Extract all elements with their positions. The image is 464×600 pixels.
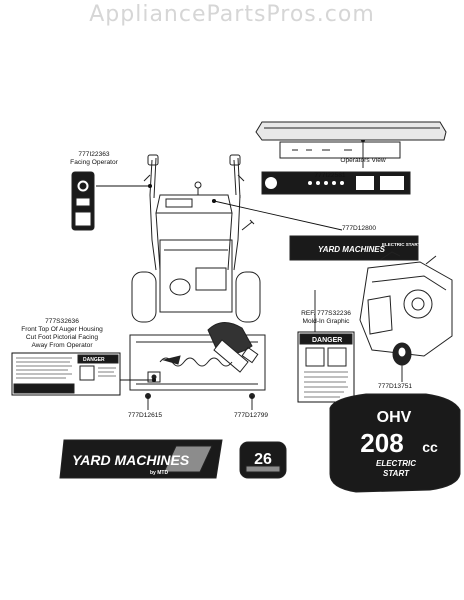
part-number: 777D13751	[378, 383, 413, 390]
yard-machines-small-decal	[289, 235, 419, 261]
cc-value-text: 208	[360, 428, 403, 458]
yard-machines-small-text: YARD MACHINES	[318, 245, 386, 254]
leader-lines	[96, 137, 403, 410]
part-description-2: Cut Foot Pictorial Facing	[25, 334, 99, 341]
ohv-208cc-emblem	[329, 393, 461, 493]
callout-777i22581: 777I22581	[300, 172, 360, 180]
yard-machines-large-decal	[59, 439, 223, 479]
part-number: 777D12615	[128, 412, 163, 419]
callout-777s32636: 777S32636 Front Top Of Auger Housing Cut…	[4, 318, 120, 350]
electric-start-small-text: ELECTRIC START	[382, 242, 421, 247]
part-number: 777I22363	[78, 151, 110, 158]
yard-machines-by-text: by MTD	[150, 470, 168, 476]
part-description-1: Front Top Of Auger Housing	[21, 326, 103, 333]
part-number: 777S32636	[45, 318, 79, 325]
part-description: Facing Operator	[70, 159, 118, 166]
part-number: 777D12799	[234, 412, 269, 419]
callout-777s32236: REF. 777S32236 Mold-In Graphic	[290, 310, 362, 326]
auger-warning-decal	[11, 352, 121, 396]
danger-mold-in-decal	[297, 331, 355, 403]
part-description: Mold-In Graphic	[302, 318, 350, 325]
callout-777d12615: 777D12615	[128, 412, 162, 420]
part-description-3: Away From Operator	[31, 342, 93, 349]
callout-777d12799: 777D12799	[234, 412, 268, 420]
facing-operator-decal	[71, 171, 95, 231]
snow-thrower-illustration	[129, 154, 266, 399]
part-number: 777I22581	[314, 172, 346, 179]
danger-word-text: DANGER	[312, 337, 342, 344]
callout-operators-view: Operators View	[330, 157, 396, 165]
yard-machines-large-text: YARD MACHINES	[72, 452, 190, 468]
engine-illustration	[359, 251, 453, 366]
callout-777i22363: 777I22363 Facing Operator	[64, 151, 124, 167]
start-text: START	[383, 469, 410, 478]
callout-777d12800: 777D12800	[342, 225, 376, 233]
part-number: REF. 777S32236	[301, 310, 351, 317]
engine-size-text: 26	[254, 451, 272, 468]
electric-text: ELECTRIC	[376, 459, 416, 468]
part-number: 777D12800	[342, 225, 377, 232]
watermark: AppliancePartsPros.com	[89, 2, 375, 27]
view-label: Operators View	[340, 157, 386, 164]
cc-unit-text: cc	[422, 439, 438, 455]
ohv-text: OHV	[377, 409, 412, 426]
callout-777d13751: 777D13751	[378, 383, 412, 391]
engine-size-badge	[239, 441, 287, 479]
console-decal-bar	[255, 121, 447, 159]
danger-word-small-text: DANGER	[83, 357, 105, 363]
